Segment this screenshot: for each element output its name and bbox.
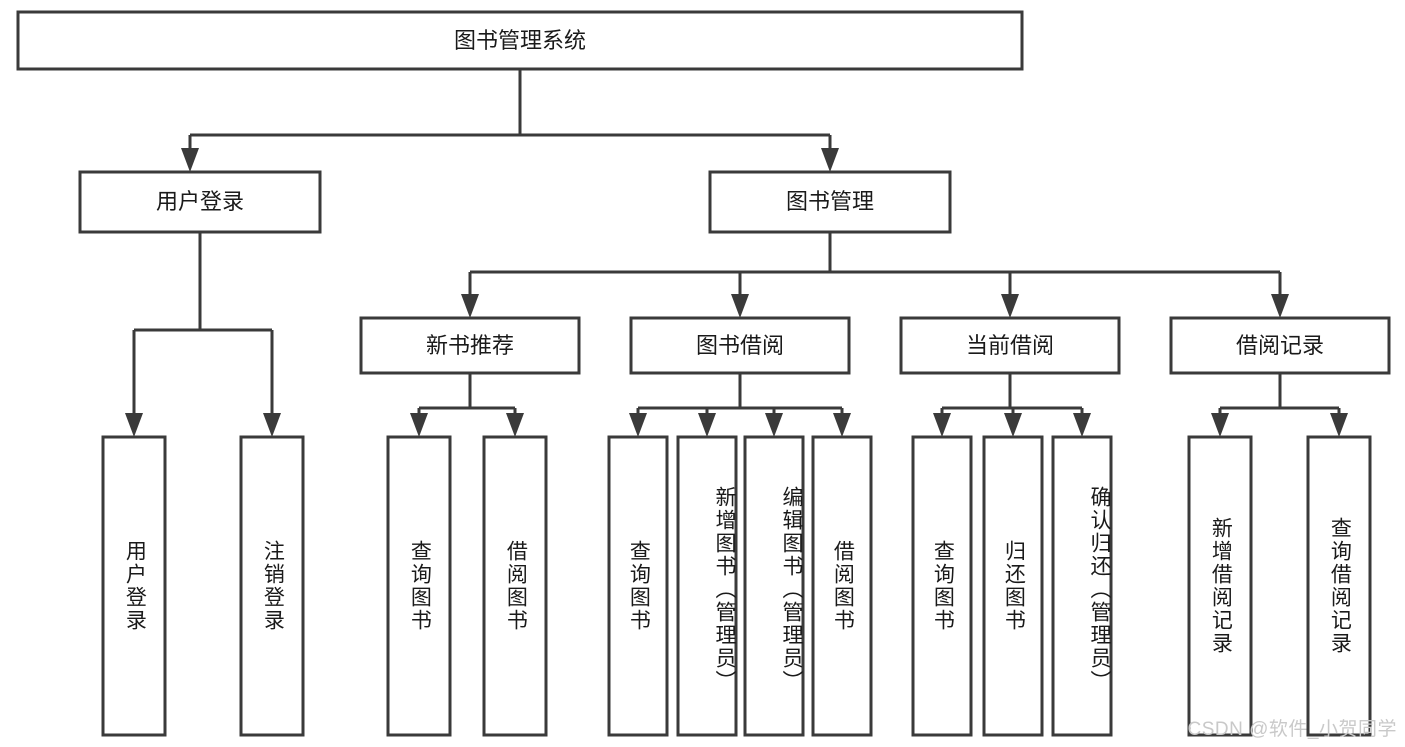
arrowhead-to-borrow-borrow-book [833,413,851,437]
arrowhead-to-current-query-book [933,413,951,437]
arrowhead-to-borrow-edit-book [765,413,783,437]
node-box-recommend-query-book[interactable] [386,435,452,737]
node-label-book-borrow: 图书借阅 [696,333,784,358]
arrowhead-to-current-return-book [1004,413,1022,437]
node-box-borrow-borrow-book[interactable] [811,435,873,737]
node-box-user-login[interactable] [78,170,322,234]
arrowhead-to-book-borrow [731,294,749,318]
node-box-current-borrow[interactable] [899,316,1121,375]
arrowhead-to-borrow-add-book [698,413,716,437]
connector-book-manage-trunk [468,232,1282,304]
arrowhead-to-query-borrow-record [1330,413,1348,437]
node-box-user-logout[interactable] [239,435,305,737]
node-box-current-query-book[interactable] [911,435,973,737]
node-label-new-book-recommend: 新书推荐 [426,333,514,358]
node-box-user-login-do[interactable] [101,435,167,737]
connector-layer [125,69,1348,437]
arrowhead-to-current-confirm-return [1073,413,1091,437]
arrowhead-to-user-login-do [125,413,143,437]
node-box-borrow-edit-book[interactable] [743,435,805,737]
arrowhead-to-current-borrow [1001,294,1019,318]
watermark-text: CSDN @软件_小贺同学 [1187,719,1397,740]
arrowhead-to-user-login [181,148,199,172]
arrowhead-to-recommend-borrow-book [506,413,524,437]
node-box-current-confirm-return[interactable] [1051,435,1113,737]
node-label-current-borrow: 当前借阅 [966,333,1054,358]
node-box-root[interactable] [16,10,1024,71]
node-box-query-borrow-record[interactable] [1306,435,1372,737]
node-label-root: 图书管理系统 [454,28,586,53]
node-layer: 图书管理系统 用户登录 图书管理 新书推荐 图书借阅 当前借阅 借阅记录 [16,10,1391,737]
connector-book-borrow-trunk [636,373,844,423]
connector-root-trunk [188,69,832,158]
arrowhead-to-recommend-query-book [410,413,428,437]
node-box-borrow-add-book[interactable] [676,435,738,737]
node-box-book-borrow[interactable] [629,316,851,375]
node-box-recommend-borrow-book[interactable] [482,435,548,737]
arrowhead-to-borrow-records [1271,294,1289,318]
connector-new-book-recommend-trunk [417,373,517,423]
connector-borrow-records-trunk [1218,373,1341,423]
node-box-borrow-records[interactable] [1169,316,1391,375]
node-box-current-return-book[interactable] [982,435,1044,737]
node-label-user-login: 用户登录 [156,189,244,214]
arrowhead-to-borrow-query-book [629,413,647,437]
arrowhead-to-book-manage [821,148,839,172]
arrowhead-to-user-logout [263,413,281,437]
arrowhead-to-new-book-recommend [461,294,479,318]
node-box-book-manage[interactable] [708,170,952,234]
arrowhead-to-add-borrow-record [1211,413,1229,437]
node-box-borrow-query-book[interactable] [607,435,669,737]
connector-user-login-trunk [132,232,274,423]
node-label-borrow-records: 借阅记录 [1236,333,1324,358]
node-box-add-borrow-record[interactable] [1187,435,1253,737]
node-box-new-book-recommend[interactable] [359,316,581,375]
node-label-book-manage: 图书管理 [786,189,874,214]
